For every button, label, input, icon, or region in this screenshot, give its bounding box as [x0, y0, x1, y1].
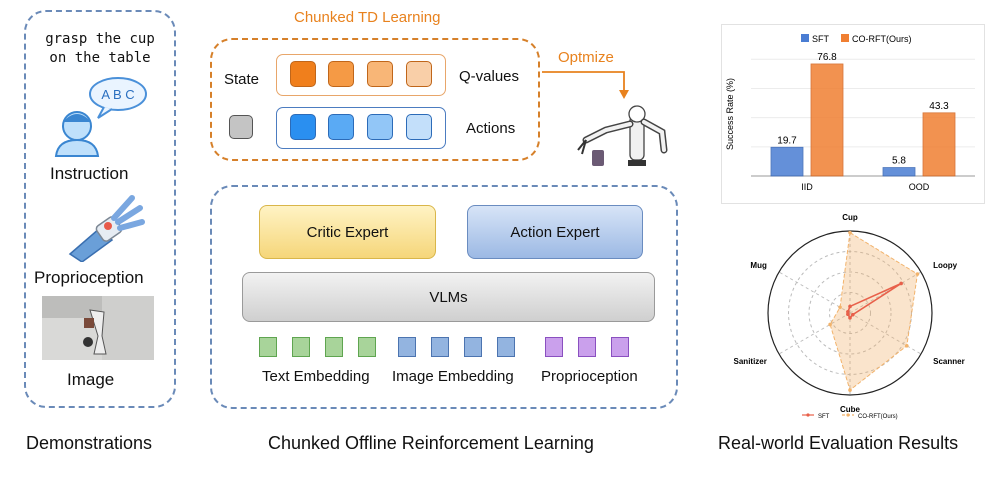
image-embedding-token	[464, 337, 482, 357]
radar-legend-marker	[806, 413, 810, 417]
proprioception-token	[611, 337, 629, 357]
proprioception-token	[545, 337, 563, 357]
text-embedding-label: Text Embedding	[262, 368, 370, 385]
radar-point	[848, 316, 852, 320]
text-embedding-token	[292, 337, 310, 357]
radar-axis-label: Scanner	[933, 357, 965, 366]
image-embedding-token	[398, 337, 416, 357]
optimize-arrow-icon	[542, 71, 629, 99]
demonstrations-caption: Demonstrations	[26, 433, 153, 453]
instruction-line-2: on the table	[49, 50, 151, 66]
text-embedding-token	[325, 337, 343, 357]
bar-value-label: 76.8	[817, 52, 837, 63]
radar-point	[846, 312, 850, 317]
demonstrations-panel	[24, 10, 176, 408]
instruction-text: grasp the cup on the table	[40, 30, 160, 68]
radar-spoke	[849, 271, 922, 314]
state-label: State	[224, 71, 260, 88]
image-embedding-token	[497, 337, 515, 357]
bar-sft-iid	[770, 146, 804, 177]
radar-point	[848, 388, 852, 392]
q-values-label: Q-values	[459, 68, 520, 85]
bar-value-label: 43.3	[929, 101, 949, 112]
q-value-cell-4	[406, 61, 432, 87]
radar-legend-label: SFT	[818, 414, 830, 420]
vlms-box: VLMs	[242, 272, 655, 322]
robot-arm-icon	[577, 105, 668, 166]
td-learning-title: Chunked TD Learning	[294, 9, 441, 26]
bar-value-label: 5.8	[892, 156, 906, 167]
robot-hand-icon	[68, 195, 145, 262]
radar-legend-marker	[846, 413, 850, 417]
bar-category-label: IID	[801, 182, 813, 192]
success-rate-bar-chart: Success Rate (%) SFT CO-RFT(Ours) 19.7 76.8I…	[721, 24, 985, 204]
bar-co-rft-ours--iid	[810, 63, 844, 177]
q-values-group	[276, 54, 446, 96]
q-value-cell-2	[328, 61, 354, 87]
radar-point	[899, 281, 903, 286]
q-value-cell-1	[290, 61, 316, 87]
radar-point	[905, 344, 909, 348]
radar-axis-label: Cube	[840, 405, 861, 414]
action-cell-2	[328, 114, 354, 140]
legend-swatch-sft	[801, 34, 809, 42]
state-cell	[229, 115, 253, 139]
radar-axis-label: Loopy	[933, 261, 958, 270]
evaluation-caption: Real-world Evaluation Results	[718, 433, 959, 453]
actions-label: Actions	[466, 120, 516, 137]
person-speaking-icon: A B C	[54, 77, 147, 157]
radar-point	[848, 304, 852, 309]
radar-axis-label: Sanitizer	[734, 357, 767, 366]
radar-spoke	[778, 312, 851, 355]
model-panel	[210, 185, 678, 409]
bar-co-rft-ours--ood	[922, 112, 956, 177]
action-cell-1	[290, 114, 316, 140]
image-embedding-token	[431, 337, 449, 357]
radar-series-co-rft-ours-	[829, 231, 919, 391]
legend-label-1: CO-RFT(Ours)	[852, 34, 912, 44]
bar-chart-ylabel: Success Rate (%)	[725, 78, 735, 150]
action-cell-3	[367, 114, 393, 140]
actions-group	[276, 107, 446, 149]
text-embedding-token	[259, 337, 277, 357]
instruction-label: Instruction	[50, 164, 129, 183]
action-expert-box: Action Expert	[467, 205, 643, 259]
critic-expert-box: Critic Expert	[259, 205, 436, 259]
td-learning-panel	[210, 38, 540, 161]
speech-bubble-text: A B C	[101, 87, 134, 102]
legend-swatch-co-rft-ours-	[841, 34, 849, 42]
text-embedding-token	[358, 337, 376, 357]
image-label: Image	[67, 370, 115, 389]
radar-axis-label: Mug	[750, 261, 767, 270]
radar-ring	[808, 271, 892, 355]
offline-rl-caption: Chunked Offline Reinforcement Learning	[268, 433, 594, 453]
radar-spoke	[778, 271, 851, 314]
radar-point	[851, 312, 855, 317]
q-value-cell-3	[367, 61, 393, 87]
instruction-line-1: grasp the cup	[45, 31, 155, 47]
radar-point	[838, 305, 842, 310]
scene-image	[42, 296, 154, 360]
radar-legend-label: CO-RFT(Ours)	[858, 414, 898, 420]
optimize-label: Optmize	[558, 49, 614, 66]
radar-point	[848, 230, 852, 235]
bar-category-label: OOD	[909, 182, 930, 192]
radar-spoke	[849, 312, 922, 355]
radar-axis-label: Cup	[842, 213, 858, 222]
image-embedding-label: Image Embedding	[392, 368, 514, 385]
action-cell-4	[406, 114, 432, 140]
radar-point	[915, 272, 920, 276]
proprioception-embedding-label: Proprioception	[541, 368, 638, 385]
proprioception-label: Proprioception	[34, 268, 144, 287]
radar-point	[846, 309, 850, 314]
bar-value-label: 19.7	[777, 135, 797, 146]
legend-label-0: SFT	[812, 34, 830, 44]
radar-point	[828, 322, 832, 327]
bar-sft-ood	[882, 167, 916, 177]
proprioception-token	[578, 337, 596, 357]
